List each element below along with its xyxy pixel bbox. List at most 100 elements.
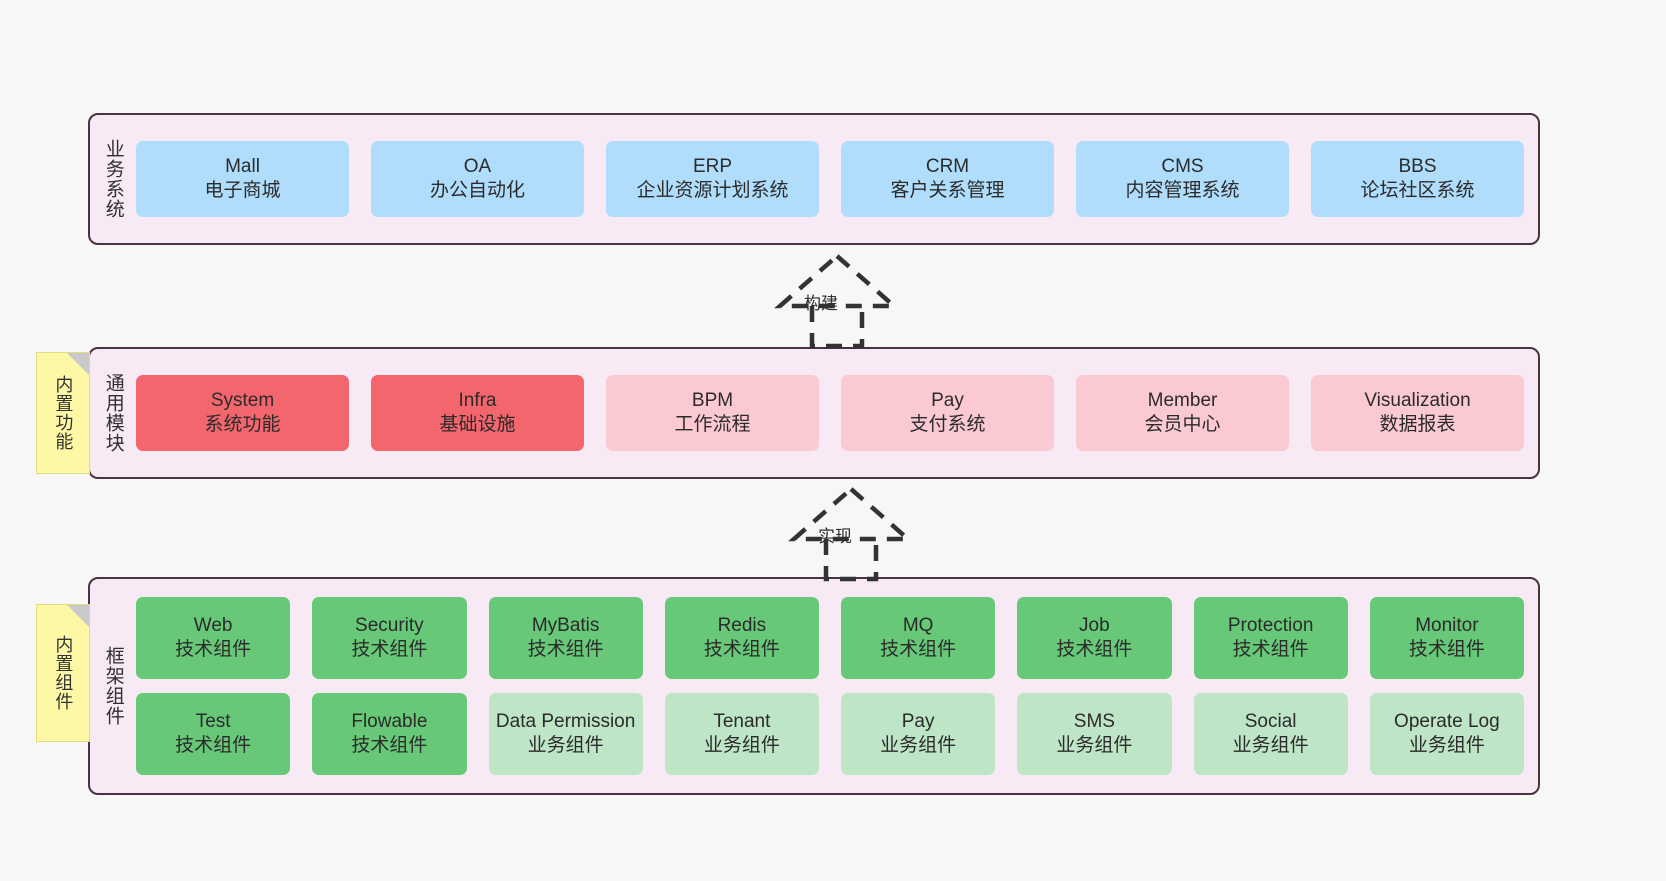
framework-business-row: Test 技术组件 Flowable 技术组件 Data Permission … <box>136 693 1524 775</box>
card-pay-component[interactable]: Pay 业务组件 <box>841 693 996 775</box>
card-crm-subtitle: 客户关系管理 <box>890 180 1005 201</box>
card-cms[interactable]: CMS 内容管理系统 <box>1076 141 1289 217</box>
card-infra-subtitle: 基础设施 <box>439 414 516 435</box>
card-erp[interactable]: ERP 企业资源计划系统 <box>606 141 819 217</box>
card-bpm-subtitle: 工作流程 <box>674 414 751 435</box>
card-mybatis-subtitle: 技术组件 <box>527 639 604 660</box>
card-erp-subtitle: 企业资源计划系统 <box>636 180 789 201</box>
card-pay-module[interactable]: Pay 支付系统 <box>841 375 1054 451</box>
card-web-subtitle: 技术组件 <box>175 639 252 660</box>
card-bpm[interactable]: BPM 工作流程 <box>606 375 819 451</box>
card-sms-subtitle: 业务组件 <box>1056 735 1133 756</box>
section-business-systems: 业务系统 Mall 电子商城 OA 办公自动化 ERP 企业资源计划系统 CRM… <box>88 113 1540 245</box>
card-mybatis-title: MyBatis <box>531 614 600 636</box>
card-security-title: Security <box>355 614 424 636</box>
section-framework-components: 框架组件 Web 技术组件 Security 技术组件 MyBatis 技术组件… <box>88 577 1540 795</box>
card-mq-title: MQ <box>902 614 934 636</box>
card-test-subtitle: 技术组件 <box>175 735 252 756</box>
card-crm[interactable]: CRM 客户关系管理 <box>841 141 1054 217</box>
card-monitor-subtitle: 技术组件 <box>1408 639 1485 660</box>
framework-tech-row: Web 技术组件 Security 技术组件 MyBatis 技术组件 Redi… <box>136 597 1524 679</box>
card-visualization-subtitle: 数据报表 <box>1379 414 1456 435</box>
section-common-modules-label: 通用模块 <box>102 373 124 453</box>
card-bbs[interactable]: BBS 论坛社区系统 <box>1311 141 1524 217</box>
card-mall[interactable]: Mall 电子商城 <box>136 141 349 217</box>
card-bbs-subtitle: 论坛社区系统 <box>1360 180 1475 201</box>
card-pay-component-subtitle: 业务组件 <box>880 735 957 756</box>
card-system[interactable]: System 系统功能 <box>136 375 349 451</box>
section-business-systems-label: 业务系统 <box>102 139 124 219</box>
card-protection-subtitle: 技术组件 <box>1232 639 1309 660</box>
card-protection-title: Protection <box>1227 614 1314 636</box>
card-monitor-title: Monitor <box>1415 614 1479 636</box>
card-mall-title: Mall <box>225 155 260 177</box>
card-crm-title: CRM <box>925 155 970 177</box>
card-monitor[interactable]: Monitor 技术组件 <box>1369 597 1524 679</box>
card-social-title: Social <box>1244 710 1297 732</box>
arrow-build-label: 构建 <box>804 294 838 313</box>
card-system-subtitle: 系统功能 <box>204 414 281 435</box>
section-framework-components-body: Web 技术组件 Security 技术组件 MyBatis 技术组件 Redi… <box>136 579 1538 793</box>
sticky-note-builtin-components-label: 内置组件 <box>53 635 74 711</box>
section-business-systems-body: Mall 电子商城 OA 办公自动化 ERP 企业资源计划系统 CRM 客户关系… <box>136 115 1538 243</box>
card-operate-log-subtitle: 业务组件 <box>1408 735 1485 756</box>
card-job[interactable]: Job 技术组件 <box>1017 597 1172 679</box>
card-operate-log[interactable]: Operate Log 业务组件 <box>1369 693 1524 775</box>
card-test[interactable]: Test 技术组件 <box>136 693 291 775</box>
card-security[interactable]: Security 技术组件 <box>312 597 467 679</box>
card-cms-subtitle: 内容管理系统 <box>1125 180 1240 201</box>
card-data-permission-subtitle: 业务组件 <box>527 735 604 756</box>
sticky-note-builtin-components: 内置组件 <box>36 604 90 742</box>
section-framework-components-label: 框架组件 <box>102 646 124 726</box>
card-job-title: Job <box>1079 614 1110 636</box>
card-visualization[interactable]: Visualization 数据报表 <box>1311 375 1524 451</box>
card-member-subtitle: 会员中心 <box>1144 414 1221 435</box>
card-mybatis[interactable]: MyBatis 技术组件 <box>488 597 643 679</box>
card-member[interactable]: Member 会员中心 <box>1076 375 1289 451</box>
sticky-note-builtin-features: 内置功能 <box>36 352 90 474</box>
arrow-implement-glyph <box>788 486 914 582</box>
card-infra-title: Infra <box>458 389 497 411</box>
card-redis-title: Redis <box>717 614 767 636</box>
card-visualization-title: Visualization <box>1364 389 1471 411</box>
card-oa[interactable]: OA 办公自动化 <box>371 141 584 217</box>
card-pay-module-subtitle: 支付系统 <box>909 414 986 435</box>
card-bpm-title: BPM <box>691 389 734 411</box>
card-oa-subtitle: 办公自动化 <box>429 180 525 201</box>
arrow-build: 构建 <box>742 250 932 350</box>
section-common-modules: 通用模块 System 系统功能 Infra 基础设施 BPM 工作流程 Pay… <box>88 347 1540 479</box>
card-tenant-title: Tenant <box>713 710 771 732</box>
card-job-subtitle: 技术组件 <box>1056 639 1133 660</box>
card-data-permission[interactable]: Data Permission 业务组件 <box>488 693 643 775</box>
card-sms[interactable]: SMS 业务组件 <box>1017 693 1172 775</box>
card-flowable[interactable]: Flowable 技术组件 <box>312 693 467 775</box>
card-web[interactable]: Web 技术组件 <box>136 597 291 679</box>
card-system-title: System <box>210 389 275 411</box>
arrow-build-glyph <box>774 253 900 349</box>
card-tenant-subtitle: 业务组件 <box>703 735 780 756</box>
card-tenant[interactable]: Tenant 业务组件 <box>664 693 819 775</box>
card-test-title: Test <box>195 710 231 732</box>
card-operate-log-title: Operate Log <box>1394 710 1500 732</box>
card-member-title: Member <box>1147 389 1218 411</box>
card-mall-subtitle: 电子商城 <box>204 180 281 201</box>
card-erp-title: ERP <box>692 155 733 177</box>
card-social[interactable]: Social 业务组件 <box>1193 693 1348 775</box>
sticky-note-builtin-features-label: 内置功能 <box>53 375 74 451</box>
business-systems-row: Mall 电子商城 OA 办公自动化 ERP 企业资源计划系统 CRM 客户关系… <box>136 141 1524 217</box>
card-data-permission-title: Data Permission <box>495 710 636 732</box>
card-mq-subtitle: 技术组件 <box>880 639 957 660</box>
card-flowable-subtitle: 技术组件 <box>351 735 428 756</box>
card-infra[interactable]: Infra 基础设施 <box>371 375 584 451</box>
card-security-subtitle: 技术组件 <box>351 639 428 660</box>
card-redis[interactable]: Redis 技术组件 <box>664 597 819 679</box>
arrow-implement-label: 实现 <box>818 527 852 546</box>
card-sms-title: SMS <box>1073 710 1115 732</box>
card-bbs-title: BBS <box>1398 155 1437 177</box>
card-protection[interactable]: Protection 技术组件 <box>1193 597 1348 679</box>
common-modules-row: System 系统功能 Infra 基础设施 BPM 工作流程 Pay 支付系统… <box>136 375 1524 451</box>
card-mq[interactable]: MQ 技术组件 <box>841 597 996 679</box>
card-pay-module-title: Pay <box>931 389 964 411</box>
card-pay-component-title: Pay <box>901 710 935 732</box>
